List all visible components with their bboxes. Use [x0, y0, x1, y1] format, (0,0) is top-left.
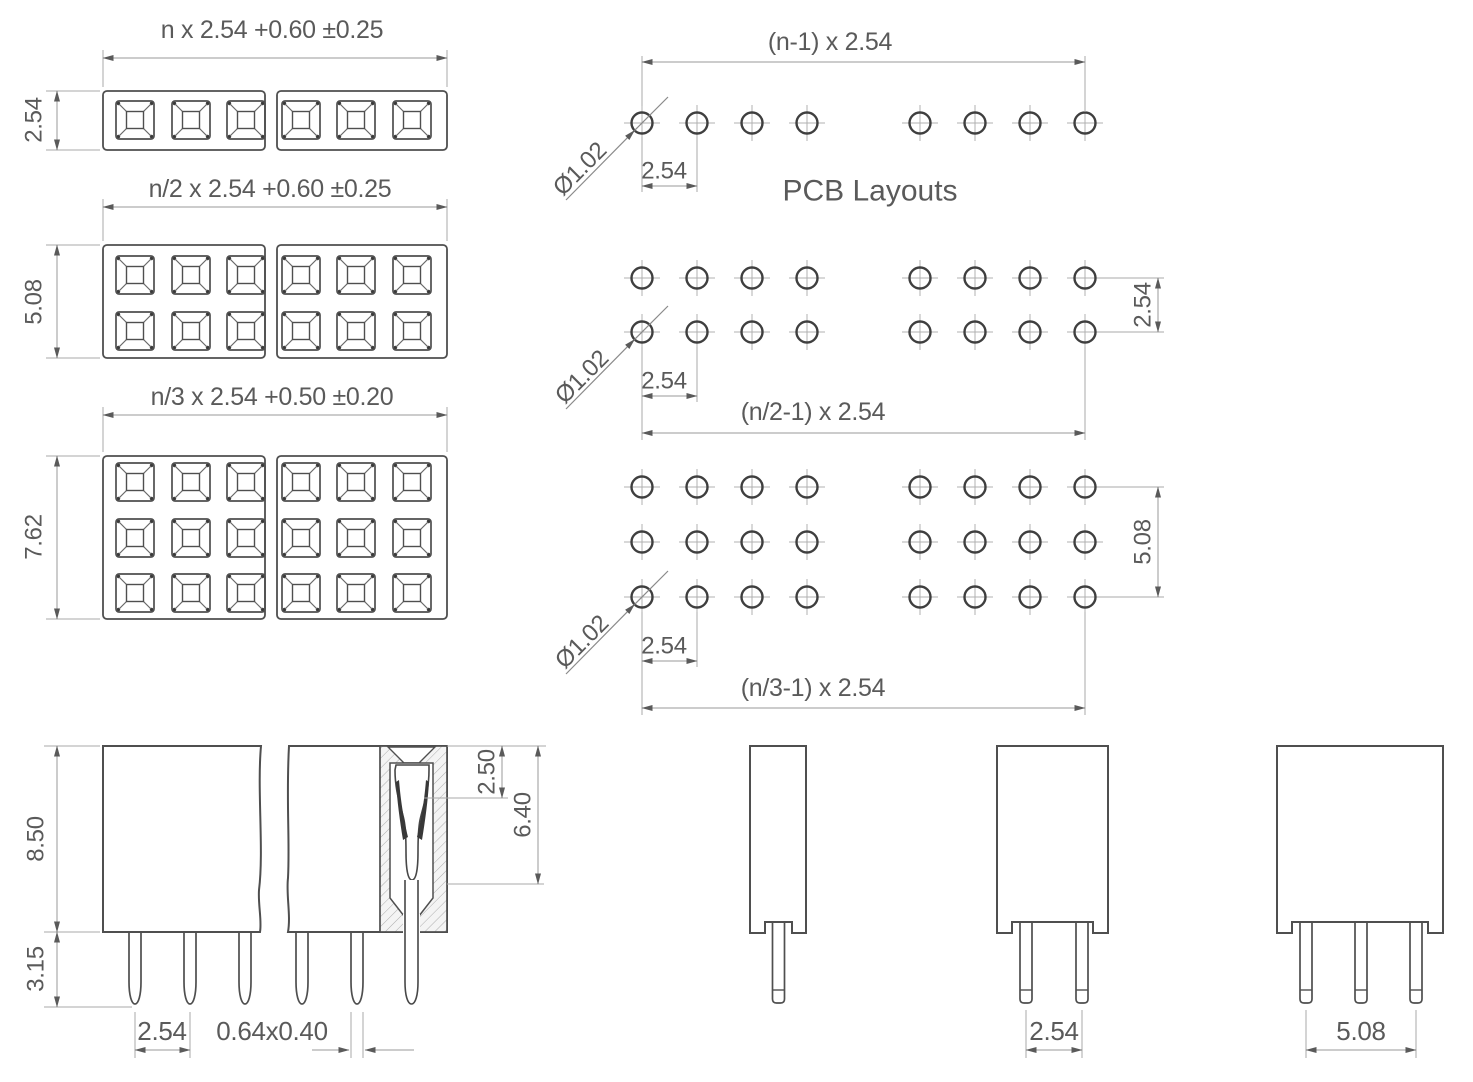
dimension-row-pitch: 2.54: [1025, 1010, 1083, 1058]
housing-right-half: [276, 455, 448, 620]
pin-protrusion-label: 3.15: [23, 946, 50, 992]
row-pitch-label: 5.08: [1130, 519, 1157, 565]
dimension-height: 7.62: [21, 455, 100, 620]
dimension-pitch: 2.54: [641, 612, 698, 715]
dimension-pin-cross-section: 0.64x0.40: [216, 1012, 414, 1058]
end-view-dual-row: 2.54: [996, 745, 1109, 1058]
span-label: (n/3-1) x 2.54: [741, 674, 886, 702]
span-label: (n-1) x 2.54: [768, 28, 893, 56]
dimension-span: (n/2-1) x 2.54: [641, 347, 1086, 440]
pitch-label: 2.54: [641, 158, 687, 185]
span-label: (n/2-1) x 2.54: [741, 398, 886, 426]
contact-depth-label: 6.40: [510, 792, 537, 838]
body: [749, 745, 807, 934]
body: [996, 745, 1109, 934]
dimension-height: 5.08: [21, 244, 100, 359]
dimension-contact-depth: 6.40: [447, 745, 544, 885]
housing-left-half: [102, 244, 266, 359]
housing-right-half: [276, 90, 448, 151]
height-label: 7.62: [21, 514, 48, 560]
pin-cross-section-label: 0.64x0.40: [216, 1016, 328, 1046]
side-section-view: 8.50 3.15 2.54 0.64x0.40 2.50 6.40: [23, 745, 546, 1058]
top-view-dual-row: n/2 x 2.54 +0.60 ±0.25 5.08: [21, 175, 448, 359]
width-label: n x 2.54 +0.60 ±0.25: [161, 16, 383, 44]
body-left-half: [102, 745, 263, 933]
pin: [238, 932, 252, 1005]
dimension-height: 2.54: [21, 90, 100, 151]
dimension-pin-protrusion: 3.15: [23, 931, 132, 1008]
body: [1276, 745, 1444, 934]
row-pitch-label: 2.54: [1029, 1016, 1078, 1046]
width-label: n/3 x 2.54 +0.50 ±0.20: [151, 383, 394, 411]
pin: [1409, 922, 1423, 1004]
dimension-contact-entry-depth: 2.50: [424, 745, 546, 799]
row-pitch-label: 2.54: [1130, 282, 1157, 328]
width-label: n/2 x 2.54 +0.60 ±0.25: [149, 175, 392, 203]
housing-left-half: [102, 455, 266, 620]
pin: [128, 932, 142, 1005]
pitch-label: 2.54: [641, 368, 687, 395]
housing-left-half: [102, 90, 266, 151]
dimension-span: (n/3-1) x 2.54: [641, 612, 1086, 715]
dimension-row-pitch: 2.54: [1097, 277, 1164, 333]
pin: [1299, 922, 1313, 1004]
height-label: 2.54: [21, 97, 48, 143]
end-view-triple-row: 5.08: [1276, 745, 1444, 1058]
dimension-pitch: 2.54: [641, 137, 698, 192]
pin: [350, 932, 364, 1005]
row-span-label: 5.08: [1336, 1016, 1385, 1046]
contact-tail-pin: [404, 880, 419, 1005]
pitch-label: 2.54: [641, 633, 687, 660]
contact-entry-depth-label: 2.50: [474, 749, 501, 795]
top-view-triple-row: n/3 x 2.54 +0.50 ±0.20 7.62: [21, 383, 448, 620]
dimension-width: n/2 x 2.54 +0.60 ±0.25: [102, 175, 448, 241]
dimension-width: n x 2.54 +0.60 ±0.25: [102, 16, 448, 87]
contact-spring-arm-right: [417, 780, 429, 840]
dimension-body-height: 8.50: [23, 745, 100, 933]
dimension-span: (n-1) x 2.54: [641, 28, 1086, 112]
dimension-row-pitch: 5.08: [1097, 486, 1164, 598]
pcb-layouts-title: PCB Layouts: [782, 175, 957, 208]
dimension-width: n/3 x 2.54 +0.50 ±0.20: [102, 383, 448, 452]
section-cut: [379, 745, 448, 1005]
end-view-single-row: [749, 745, 807, 1004]
height-label: 5.08: [21, 279, 48, 325]
pin-pitch-label: 2.54: [137, 1016, 186, 1046]
contact-spring-arm-left: [396, 780, 408, 840]
pin: [295, 932, 309, 1005]
dimension-pin-pitch: 2.54: [134, 1012, 191, 1058]
pin: [183, 932, 197, 1005]
dimension-pitch: 2.54: [641, 347, 698, 440]
pin: [1354, 922, 1368, 1004]
pin: [1019, 922, 1033, 1004]
top-view-single-row: n x 2.54 +0.60 ±0.25 2.54: [21, 16, 448, 151]
pin: [771, 922, 786, 1004]
dimension-row-span: 5.08: [1305, 1010, 1417, 1058]
pin: [1075, 922, 1089, 1004]
body-height-label: 8.50: [23, 816, 50, 862]
